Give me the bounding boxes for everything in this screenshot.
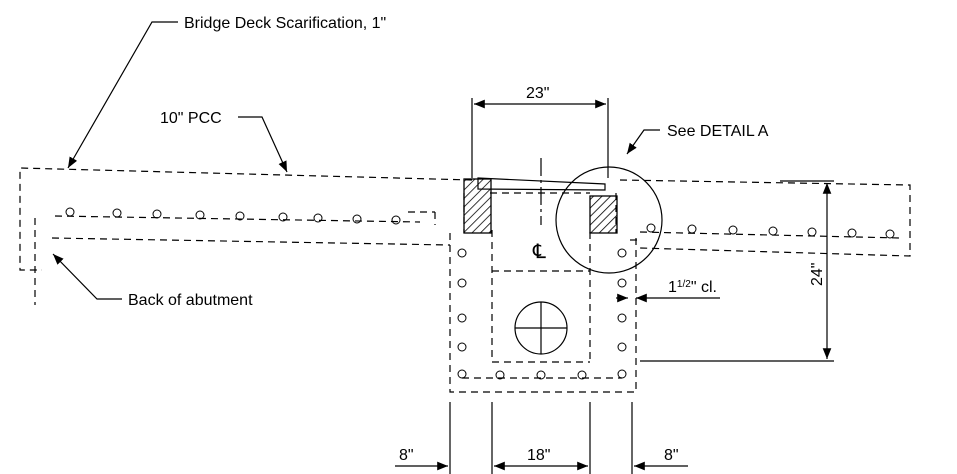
- centerline-symbol: ℄: [532, 241, 546, 263]
- left-deck-slab: [19, 167, 473, 271]
- dimension-clear-cover: 11/2" cl.: [616, 279, 720, 303]
- abutment-leader: [52, 253, 122, 300]
- scarification-leader: [67, 21, 178, 169]
- dimension-depth: 24": [640, 180, 834, 362]
- right-offset-label: 8": [664, 447, 679, 464]
- left-offset-label: 8": [399, 447, 414, 464]
- grate-plate: [477, 177, 606, 191]
- rebar-left-deck: [65, 207, 401, 225]
- bottom-width-label: 18": [527, 447, 550, 464]
- rebar-box: [457, 248, 627, 380]
- dimension-top-width: 23": [471, 85, 609, 178]
- detail-a-circle: [555, 166, 663, 274]
- dimension-bottom: 8" 18" 8": [395, 402, 688, 474]
- pcc-label: 10" PCC: [160, 110, 222, 127]
- rebar-left-line: [54, 215, 421, 223]
- scarification-label: Bridge Deck Scarification, 1": [184, 15, 386, 32]
- back-of-abutment-label: Back of abutment: [128, 292, 253, 309]
- right-curb-block: [589, 195, 618, 234]
- detail-a-leader: [626, 129, 660, 155]
- clear-cover-unit: " cl.: [691, 279, 717, 296]
- see-detail-a-label: See DETAIL A: [667, 123, 769, 140]
- depth-label: 24": [809, 263, 826, 286]
- pcc-leader: [238, 116, 288, 173]
- rebar-right-deck: [646, 223, 895, 239]
- right-deck-slab: [619, 179, 911, 257]
- top-width-label: 23": [526, 85, 549, 102]
- drain-box-outline: [449, 192, 637, 393]
- clear-cover-fraction: 1/2: [677, 279, 691, 290]
- clear-cover-label: 11/2" cl.: [668, 279, 717, 296]
- rebar-right-line: [639, 231, 901, 239]
- drain-pipe: [514, 301, 568, 355]
- clear-cover-whole: 1: [668, 279, 677, 296]
